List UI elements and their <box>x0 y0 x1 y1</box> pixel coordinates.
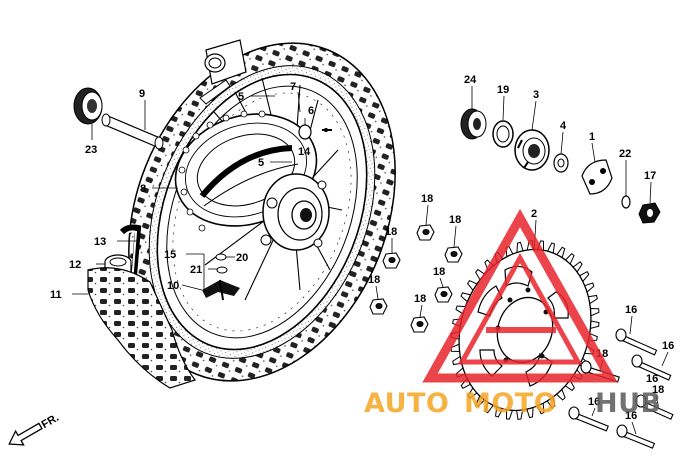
hub-flange <box>260 173 330 251</box>
callout-13: 13 <box>94 236 106 248</box>
callout-1: 1 <box>589 131 595 143</box>
rear-wheel <box>128 39 396 382</box>
sprocket-hub-3 <box>514 129 550 171</box>
callout-18-h: 18 <box>652 384 664 396</box>
callout-21: 21 <box>190 264 202 276</box>
callout-16-b: 16 <box>662 340 674 352</box>
callout-15: 15 <box>164 249 176 261</box>
callout-5-lower: 5 <box>258 157 264 169</box>
front-arrow-label: FR. <box>40 412 61 431</box>
rim-band-parts <box>202 253 240 301</box>
axle-collar <box>101 113 164 150</box>
callout-5-upper: 5 <box>238 91 244 103</box>
callout-16-d: 16 <box>625 410 637 422</box>
callout-20: 20 <box>236 252 248 264</box>
callout-18-c: 18 <box>385 226 397 238</box>
leader-lines <box>72 86 669 435</box>
callout-18-f: 18 <box>414 293 426 305</box>
lock-plate-1 <box>581 159 613 195</box>
callout-23: 23 <box>85 144 97 156</box>
callout-16-a: 16 <box>625 304 637 316</box>
front-arrow: FR. <box>8 412 61 446</box>
washer-22 <box>621 195 631 209</box>
watermark-logo: AUTO MOTO HUB <box>364 208 662 419</box>
callout-7: 7 <box>290 81 296 93</box>
callout-2: 2 <box>531 208 537 220</box>
callout-18-b: 18 <box>449 214 461 226</box>
rim-lock <box>199 39 247 105</box>
callout-4: 4 <box>560 120 567 132</box>
callout-16-e: 16 <box>646 373 658 385</box>
callout-16-c: 16 <box>588 396 600 408</box>
callout-18-d: 18 <box>433 266 445 278</box>
callout-24: 24 <box>464 74 477 86</box>
axle-nut-17 <box>638 202 661 224</box>
watermark-inner-triangle <box>457 252 583 365</box>
callout-9: 9 <box>139 88 145 100</box>
tire-section-11 <box>87 267 196 389</box>
watermark-triangle <box>422 208 618 383</box>
callout-11: 11 <box>50 289 62 301</box>
callout-6: 6 <box>308 105 314 117</box>
callout-18-a: 18 <box>421 193 433 205</box>
callout-14: 14 <box>298 146 311 158</box>
watermark-auto: AUTO <box>364 388 449 419</box>
callout-8: 8 <box>140 183 146 195</box>
left-bearing <box>73 87 103 125</box>
callout-18-e: 18 <box>368 274 380 286</box>
collar-4 <box>553 153 569 173</box>
callout-19: 19 <box>497 84 509 96</box>
callout-12: 12 <box>69 259 81 271</box>
callout-17: 17 <box>644 170 656 182</box>
valve-part-6 <box>298 124 332 140</box>
tube-strip-13 <box>119 224 142 301</box>
watermark-hub: HUB <box>595 388 662 419</box>
sprocket-nuts-18 <box>369 224 463 333</box>
callout-10: 10 <box>167 280 179 292</box>
right-bearing-24 <box>460 108 487 140</box>
watermark-moto: MOTO <box>464 388 557 419</box>
oil-seal-19 <box>492 120 514 148</box>
callout-22: 22 <box>619 148 631 160</box>
callout-3: 3 <box>533 89 539 101</box>
